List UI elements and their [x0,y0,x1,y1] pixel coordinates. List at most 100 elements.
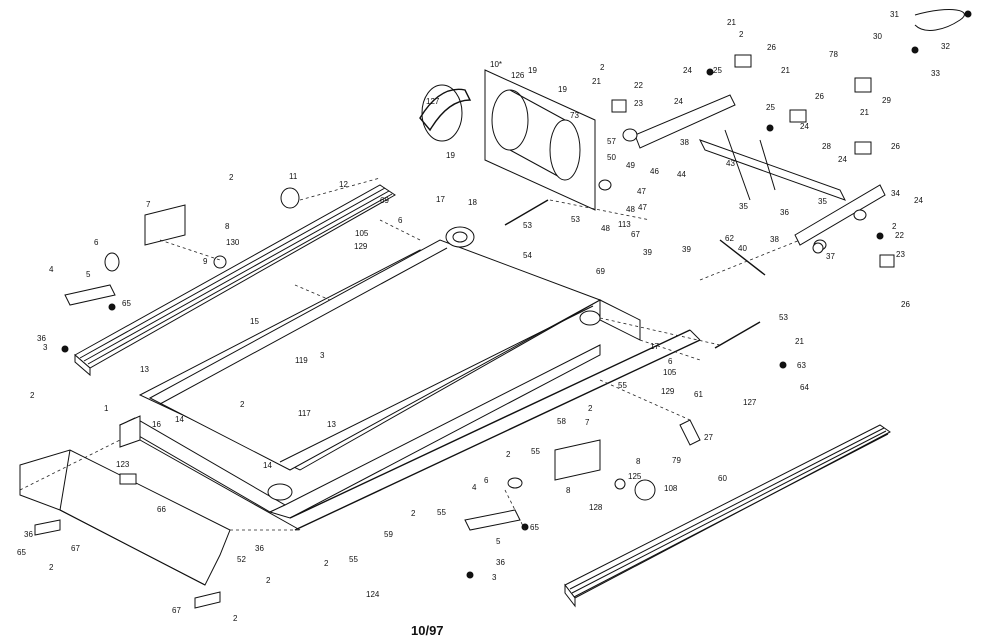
label-33: 33 [931,69,940,78]
label-65c: 65 [530,523,539,532]
footer-date: 10/97 [411,623,444,638]
label-36c: 36 [255,544,264,553]
incline-frame [504,9,972,349]
label-127: 127 [743,398,757,407]
small-parts [34,46,919,609]
label-6: 6 [94,238,99,247]
label-31: 31 [890,10,899,19]
label-2: 2 [229,173,234,182]
label-2k: 2 [600,63,605,72]
label-8b: 8 [636,457,641,466]
label-53: 53 [571,215,580,224]
label-67: 67 [71,544,80,553]
label-37: 37 [826,252,835,261]
label-123: 125 [628,472,642,481]
label-2i: 2 [506,450,511,459]
label-63: 63 [797,361,806,370]
label-15: 15 [250,317,259,326]
label-128: 130 [226,238,240,247]
label-48: 48 [626,205,635,214]
label-36b: 36 [24,530,33,539]
label-38b: 38 [770,235,779,244]
label-2l: 2 [739,30,744,39]
label-54b: 53 [523,221,532,230]
label-19b: 19 [558,85,567,94]
part-labels: 2 11 12 7 8 6 130 4 9 5 65 36 3 15 13 11… [17,10,950,638]
label-19c: 19 [446,151,455,160]
label-32: 32 [941,42,950,51]
label-21b: 21 [592,77,601,86]
label-59: 59 [384,530,393,539]
label-69: 69 [596,267,605,276]
label-119: 123 [116,460,130,469]
label-65b: 65 [17,548,26,557]
label-7: 7 [146,200,151,209]
label-57: 57 [607,137,616,146]
label-6c: 6 [668,357,673,366]
label-2d: 2 [49,563,54,572]
label-22: 22 [634,81,643,90]
label-24e: 24 [914,196,923,205]
label-26d: 26 [901,300,910,309]
label-25b: 25 [766,103,775,112]
label-56: 55 [349,555,358,564]
motor-assembly [419,69,596,211]
label-44: 44 [677,170,686,179]
label-29: 29 [882,96,891,105]
label-23b: 23 [896,250,905,259]
label-45: 46 [650,167,659,176]
label-47: 48 [601,224,610,233]
assembly-guide-lines [19,177,801,531]
label-24c: 24 [800,122,809,131]
label-26b: 26 [815,92,824,101]
label-50: 50 [607,153,616,162]
label-113: 117 [298,409,311,418]
label-13b: 13 [327,420,336,429]
label-35: 35 [739,202,748,211]
label-40: 40 [738,244,747,253]
label-56d: 55 [618,381,627,390]
label-69b: 69 [380,196,389,205]
label-28: 28 [822,142,831,151]
label-12: 12 [339,180,348,189]
label-62: 62 [725,234,734,243]
label-3: 3 [43,343,48,352]
label-56b: 55 [437,508,446,517]
label-56c: 55 [531,447,540,456]
label-27: 27 [704,433,713,442]
label-122: 124 [366,590,380,599]
label-60: 60 [718,474,727,483]
label-129: 129 [661,387,675,396]
label-39: 39 [643,248,652,257]
label-24d: 24 [838,155,847,164]
label-3b: 3 [320,351,325,360]
label-21e: 21 [860,108,869,117]
label-8c: 8 [566,486,571,495]
label-6d: 6 [398,216,403,225]
label-2e: 2 [266,576,271,585]
label-4: 4 [49,265,54,274]
label-16: 16 [152,420,161,429]
label-18: 18 [468,198,477,207]
label-125: 127 [426,97,440,106]
label-105b: 105 [355,229,369,238]
label-4b: 4 [472,483,477,492]
label-36d: 36 [496,558,505,567]
treadmill-frame [19,226,701,586]
label-2c: 2 [30,391,35,400]
label-34: 34 [891,189,900,198]
label-5: 5 [86,270,91,279]
label-2f: 2 [233,614,238,623]
label-36e: 36 [780,208,789,217]
label-25: 25 [713,66,722,75]
label-14: 14 [175,415,184,424]
label-22b: 22 [895,231,904,240]
label-105: 105 [663,368,677,377]
label-24: 24 [683,66,692,75]
label-61: 61 [694,390,703,399]
label-7b: 7 [585,418,590,427]
label-129b: 129 [354,242,368,251]
label-2b: 2 [240,400,245,409]
label-14b: 14 [263,461,272,470]
